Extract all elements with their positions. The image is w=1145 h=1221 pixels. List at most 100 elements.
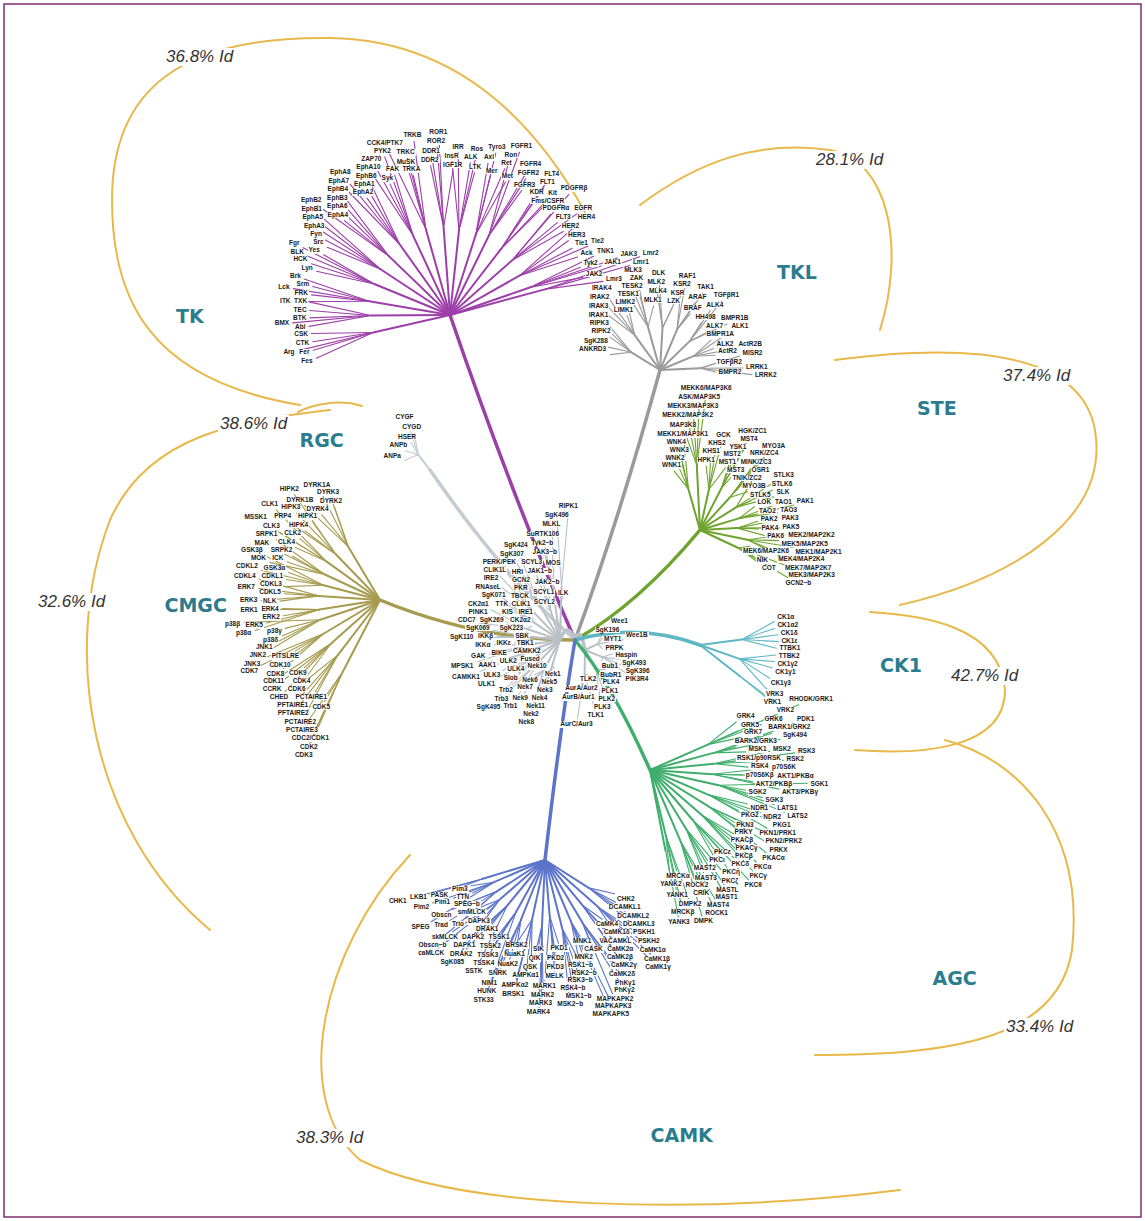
kinase-label: DMPK2 (678, 901, 703, 908)
sub-branch (319, 596, 380, 600)
kinase-label: CDK5 (311, 704, 331, 711)
kinase-label: PSKH2 (637, 938, 661, 945)
kinase-label: TESK1 (617, 291, 640, 298)
kinase-label: FLT4 (543, 171, 560, 178)
kinase-label: LRRK1 (745, 364, 769, 371)
kinase-label: PITSLRE (271, 653, 300, 660)
kinase-label: caMLCK (417, 950, 445, 957)
kinase-label: MST2 (723, 451, 742, 458)
leaf-branch (311, 333, 373, 334)
trunk-branch (380, 600, 575, 640)
leaf-branch (375, 165, 414, 236)
leaf-branch (295, 548, 326, 562)
kinase-label: TRKB (402, 132, 422, 139)
kinase-label: HRI (511, 569, 524, 576)
kinase-label: PKG2 (740, 812, 760, 819)
kinase-label: EphB4 (327, 186, 350, 193)
kinase-label: BIKE (490, 650, 508, 657)
trunk-branch (575, 370, 660, 640)
kinase-label: TAO3 (779, 507, 798, 514)
kinase-label: MEK6/MAP2K6 (742, 548, 790, 555)
kinase-label: SPEG~b (453, 901, 481, 908)
kinase-label: CAMKK2 (512, 648, 542, 655)
identity-percent: 32.6% Id (36, 593, 107, 612)
identity-percent: 28.1% Id (814, 151, 885, 170)
identity-percent: 36.8% Id (164, 48, 235, 67)
kinase-label: MLK2 (646, 279, 666, 286)
kinase-label: Nek6 (521, 677, 539, 684)
kinase-label: ITK (279, 298, 291, 305)
kinase-label: CHK2 (616, 896, 636, 903)
kinase-label: CLIK1 (511, 601, 532, 608)
kinase-label: HIPK3 (280, 504, 301, 511)
kinase-label: JAK2~b (534, 579, 560, 586)
kinase-label: COT (761, 565, 777, 572)
kinase-label: FLT3 (555, 214, 572, 221)
trunk-branch (450, 315, 575, 640)
kinase-label: TSSK4 (472, 960, 495, 967)
kinase-label: PFTAIRE1 (276, 702, 309, 709)
kinase-label: DYRK1B (286, 497, 315, 504)
kinase-label: EphA4 (327, 212, 350, 219)
kinase-label: HGK/ZC1 (737, 428, 768, 435)
kinase-label: AKT1/PKBα (776, 773, 815, 780)
kinase-label: MEK3/MAP2K3 (788, 572, 836, 579)
kinase-label: CDK7 (240, 668, 260, 675)
kinase-label: MNK1 (572, 938, 592, 945)
kinase-label: MAP3K8 (669, 422, 697, 429)
kinase-label: Wee1B (625, 632, 649, 639)
trunk-branch (575, 632, 700, 645)
kinase-label: Fused (520, 656, 541, 663)
kinase-label: GRK5 (740, 722, 760, 729)
kinase-label: ERK1 (239, 607, 258, 614)
identity-percent: 33.4% Id (1004, 1018, 1075, 1037)
kinase-label: CaMK2γ (610, 962, 638, 969)
kinase-label: NIM1 (481, 980, 499, 987)
kinase-label: BARK1/GRK2 (767, 724, 811, 731)
leaf-branch (313, 287, 370, 302)
kinase-label: MAK (254, 540, 271, 547)
kinase-label: LIMK2 (615, 299, 637, 306)
leaf-branch (368, 190, 400, 245)
kinase-label: DAPK3 (467, 918, 491, 925)
kinase-label: ROCK1 (704, 910, 729, 917)
kinase-label: BRAF (683, 305, 703, 312)
sub-branch (343, 600, 380, 672)
kinase-label: ULK4 (506, 666, 525, 673)
kinase-label: p70S6Kβ (745, 772, 775, 779)
kinase-label: CRIK (692, 890, 710, 897)
sub-branch (497, 860, 546, 892)
kinase-label: Src (312, 239, 324, 246)
kinase-label: DAPK2 (461, 934, 485, 941)
leaf-branch (742, 640, 777, 649)
trunk-branch (575, 530, 700, 640)
kinase-label: Trb3 (494, 696, 510, 703)
kinase-label: MARK2 (530, 992, 555, 999)
kinase-label: MSK2~b (556, 1001, 584, 1008)
kinase-label: DCAMKL3 (622, 921, 656, 928)
kinase-label: Srm (296, 281, 311, 288)
kinase-label: YANK2 (659, 881, 682, 888)
leaf-branch (289, 573, 324, 586)
leaf-branch (444, 171, 453, 228)
kinase-label: MASTL (715, 887, 739, 894)
kinase-label: MAPKAPK2 (596, 996, 634, 1003)
kinase-label: ZAK (629, 275, 644, 282)
sub-branch (700, 640, 742, 646)
kinase-label: CaMK1β (643, 956, 671, 963)
kinase-label: PSKH1 (632, 929, 656, 936)
kinase-label: PYK2 (373, 148, 392, 155)
kinase-label: Wee1 (610, 618, 629, 625)
kinase-label: SgK069 (465, 625, 491, 632)
kinase-label: SgK396 (625, 668, 651, 675)
kinase-label: AKT2/PKBβ (755, 781, 793, 788)
identity-percent: 38.6% Id (218, 415, 289, 434)
tk-bracket (112, 38, 585, 405)
sub-branch (700, 645, 740, 676)
kinase-label: SBK (514, 633, 530, 640)
kinase-label: MOS (545, 560, 562, 567)
kinase-label: HIPK1 (297, 513, 318, 520)
kinase-label: PDGFRα (542, 205, 571, 212)
kinase-label: PhKγ2 (613, 987, 635, 994)
